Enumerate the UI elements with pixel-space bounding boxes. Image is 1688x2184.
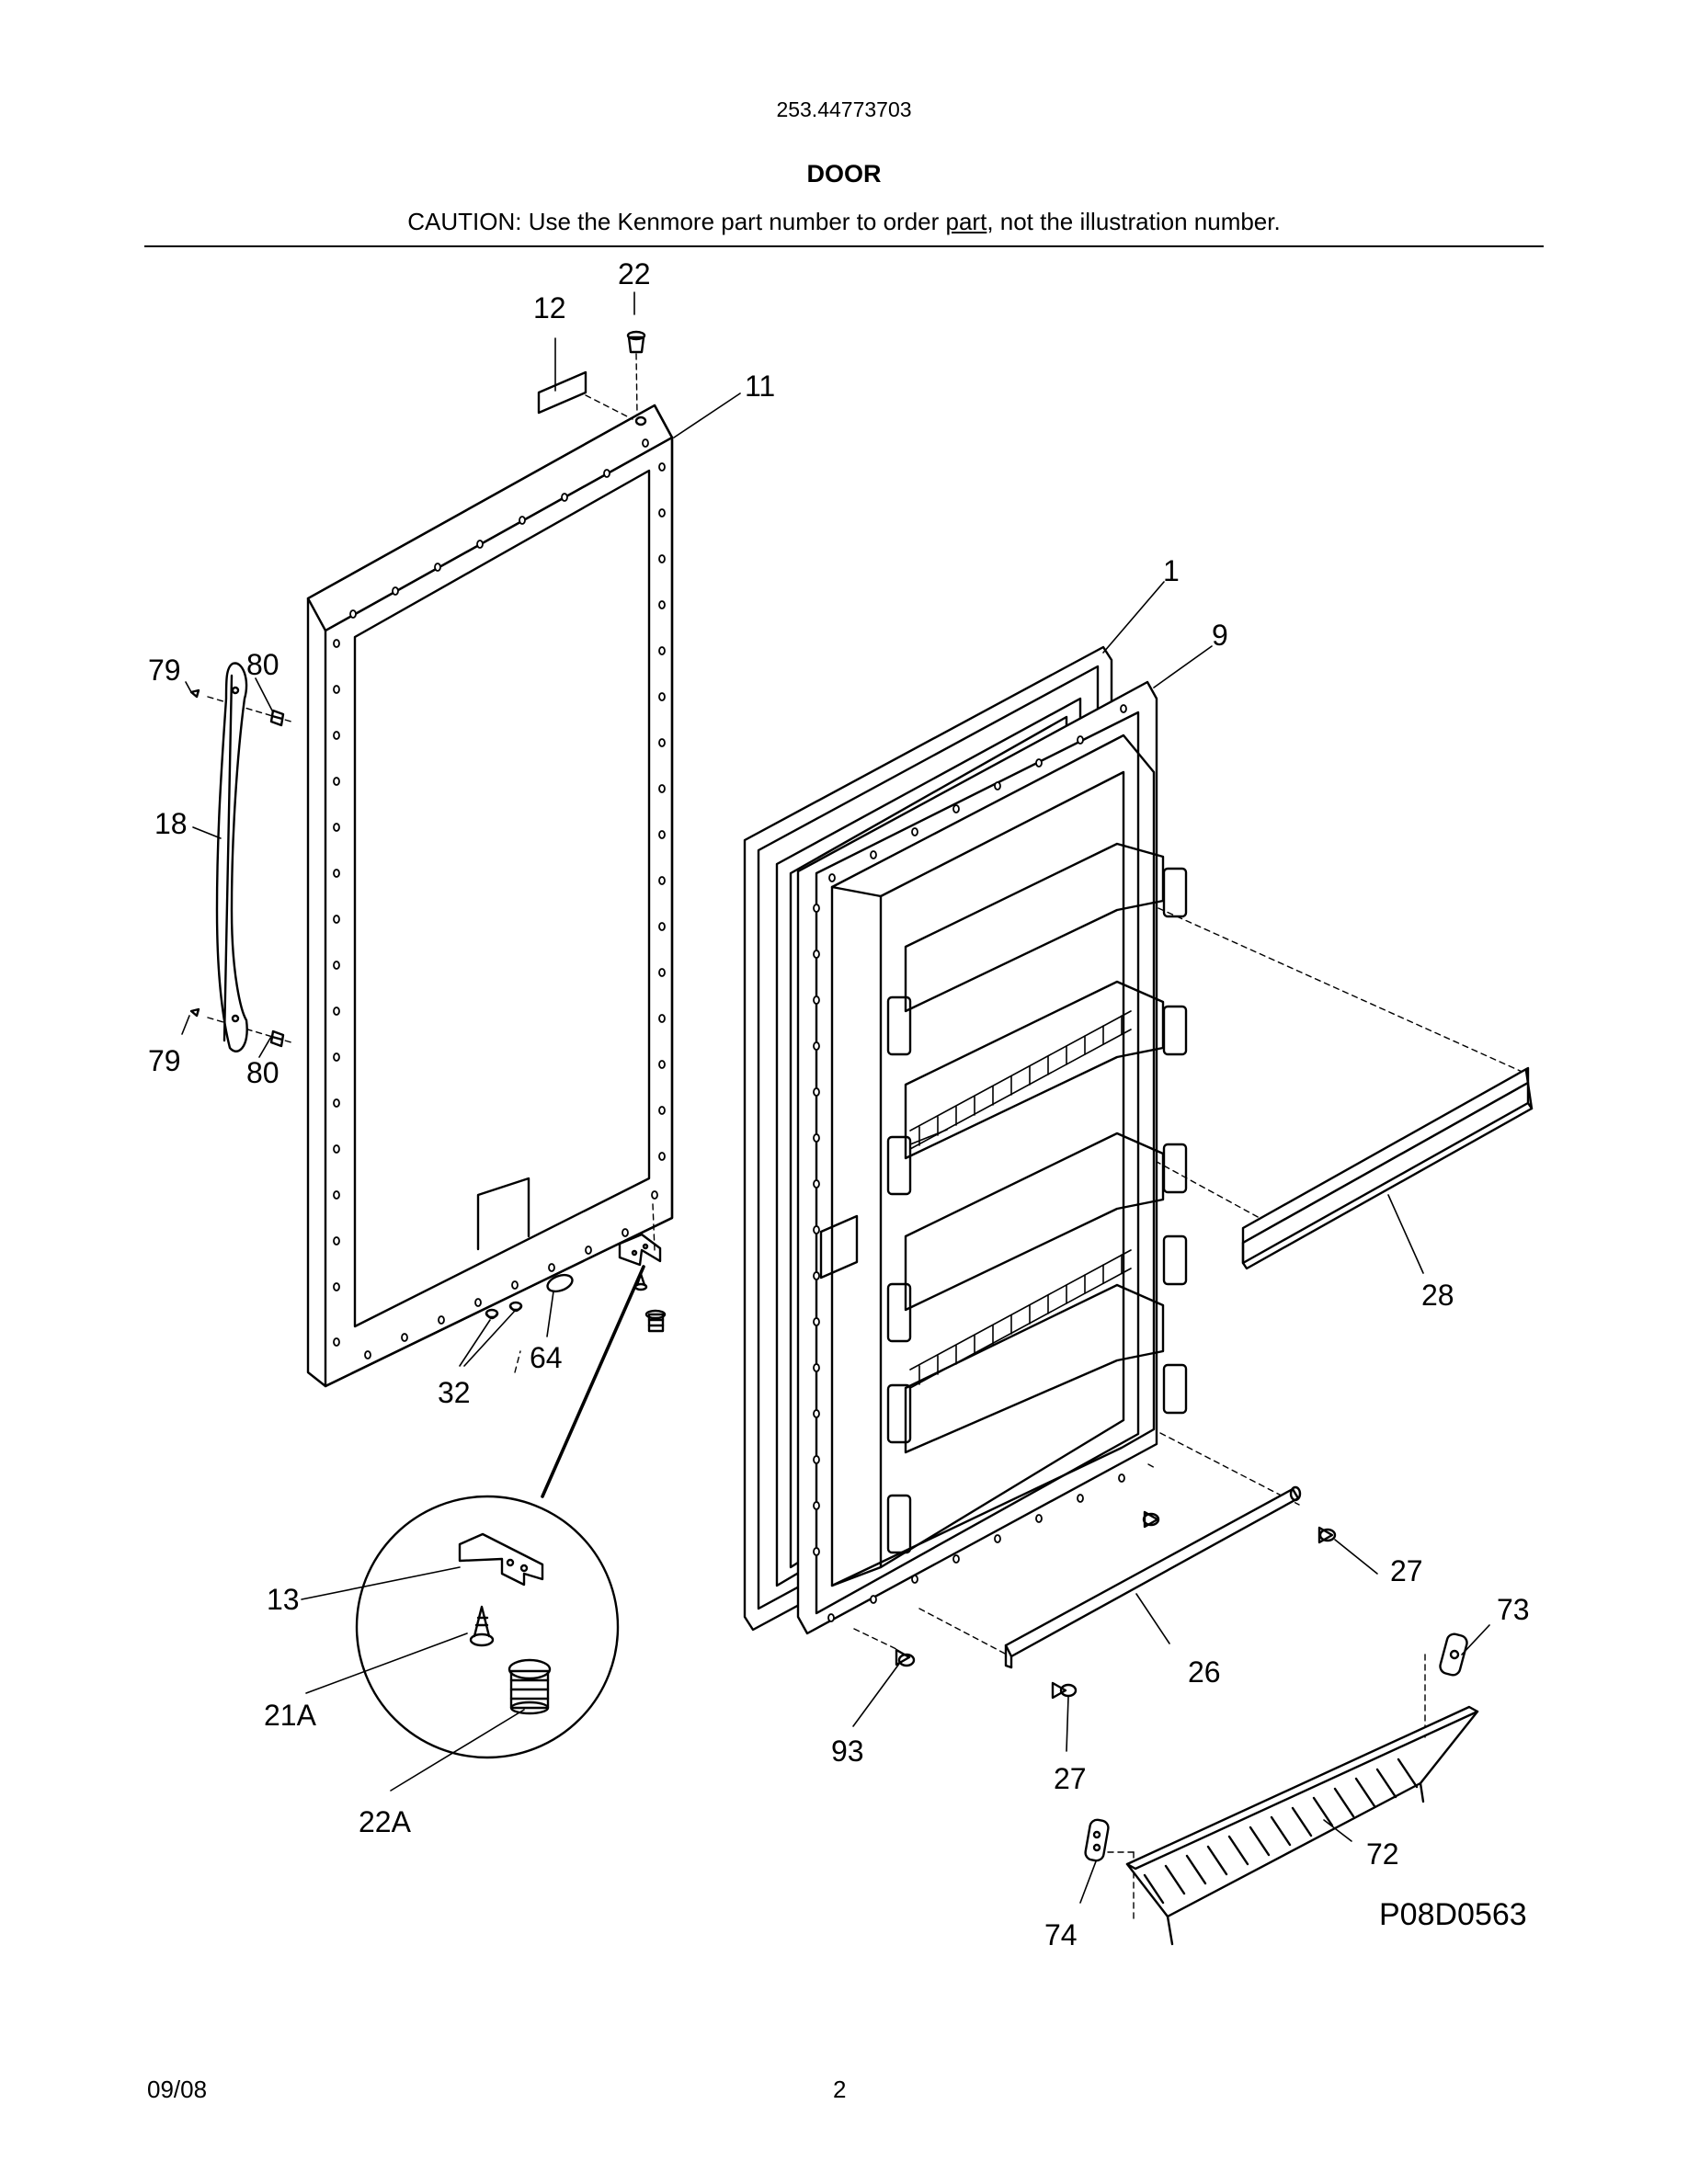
inner-liner-holes (813, 704, 1127, 1622)
rivets (895, 1510, 1337, 1700)
shelf-ribs (909, 1010, 1132, 1389)
caution-underlined-word: part (945, 208, 987, 235)
callout-numbers: 22 12 11 1 9 79 80 18 79 80 64 32 28 27 … (148, 257, 1530, 1951)
outer-door-panel-holes (333, 438, 666, 1359)
callout-27-right: 27 (1390, 1554, 1423, 1587)
callout-18: 18 (154, 807, 188, 840)
bottom-plugs (485, 1301, 523, 1320)
callout-9: 9 (1212, 619, 1228, 652)
callout-80-bottom: 80 (246, 1056, 279, 1089)
page-number: 2 (833, 2076, 847, 2103)
callout-64: 64 (530, 1341, 563, 1374)
callout-79-top: 79 (148, 654, 181, 687)
drawing-code: P08D0563 (1379, 1897, 1527, 1932)
model-number: 253.44773703 (776, 97, 912, 121)
bottom-rod (1004, 1485, 1302, 1669)
callout-13: 13 (267, 1583, 300, 1616)
callout-79-bottom: 79 (148, 1044, 181, 1077)
caution-note: CAUTION: Use the Kenmore part number to … (0, 208, 1688, 236)
callout-11: 11 (745, 370, 775, 403)
shelf-rail (1241, 1066, 1534, 1270)
hinge-bushing (644, 1309, 667, 1333)
callout-32: 32 (438, 1376, 471, 1409)
handle-screws (189, 688, 200, 1018)
callout-72: 72 (1366, 1837, 1399, 1871)
wire-basket (1125, 1705, 1479, 1946)
door-handle (215, 662, 248, 1052)
detail-circle (355, 1265, 645, 1759)
callout-80-top: 80 (246, 648, 279, 681)
caution-prefix: CAUTION: Use the Kenmore part number to … (407, 208, 946, 235)
inner-door-liner (796, 680, 1188, 1635)
callout-74: 74 (1044, 1918, 1078, 1951)
callout-1: 1 (1163, 554, 1180, 587)
callout-73: 73 (1497, 1593, 1530, 1626)
section-title: DOOR (806, 160, 882, 188)
oval-cap (546, 1273, 574, 1293)
callout-27-bottom: 27 (1054, 1762, 1087, 1795)
header-rule (144, 245, 1544, 247)
callout-22a: 22A (359, 1805, 412, 1838)
callout-26: 26 (1188, 1655, 1221, 1689)
callout-28: 28 (1421, 1279, 1454, 1312)
top-plug-part (626, 330, 647, 427)
label-part (537, 370, 587, 415)
caution-suffix: , not the illustration number. (987, 208, 1281, 235)
callout-leaders (181, 291, 1490, 1904)
basket-clip-lower (1084, 1818, 1110, 1862)
footer-date: 09/08 (147, 2076, 208, 2103)
outer-door-panel (306, 404, 674, 1388)
hinge-bracket (618, 1233, 662, 1267)
callout-93: 93 (831, 1735, 864, 1768)
handle-studs (269, 709, 285, 1048)
callout-21a: 21A (264, 1699, 317, 1732)
basket-clip-upper (1439, 1632, 1468, 1677)
callout-22: 22 (618, 257, 651, 290)
callout-12: 12 (533, 291, 566, 324)
